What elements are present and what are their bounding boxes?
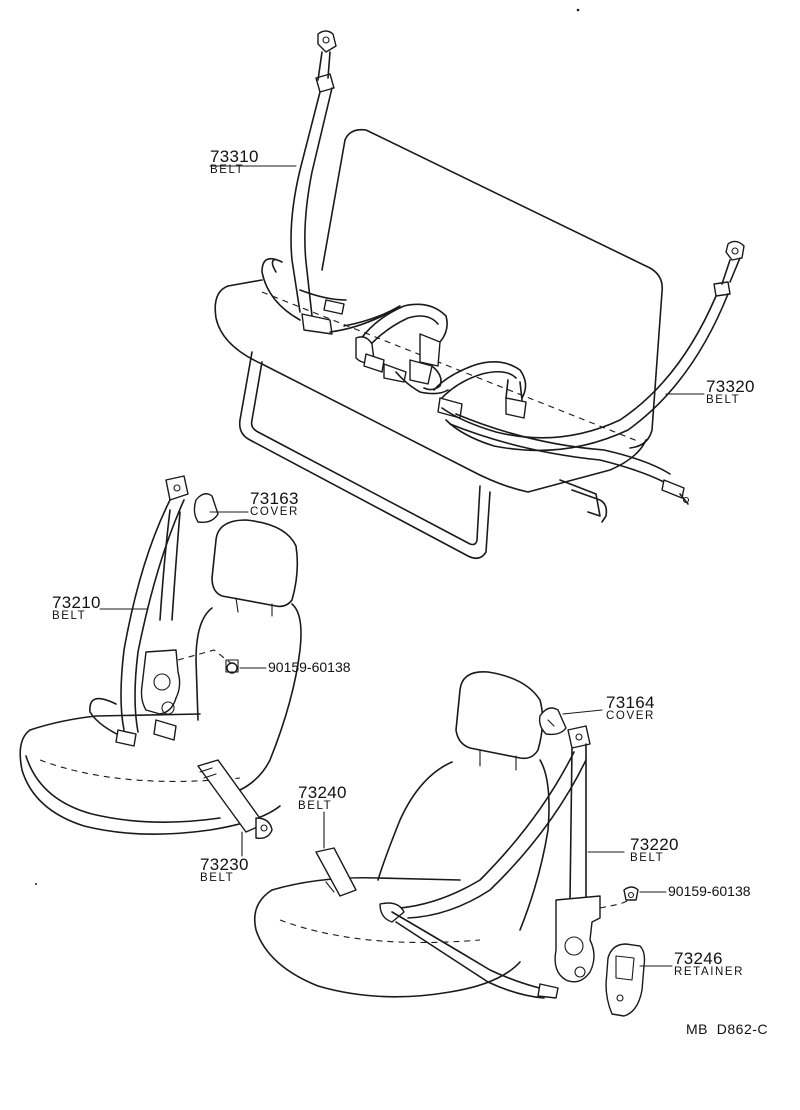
part-name: RETAINER xyxy=(674,966,745,978)
callout-73240: 73240 BELT xyxy=(298,784,347,813)
belt-73210 xyxy=(89,475,189,747)
part-name: BELT xyxy=(298,800,333,812)
part-name: BELT xyxy=(52,610,87,622)
part-number: 73320 xyxy=(706,377,755,396)
cover-73164-detail xyxy=(547,719,555,727)
rear-center-buckles xyxy=(355,303,527,419)
callout-73230: 73230 BELT xyxy=(200,856,249,885)
part-name: COVER xyxy=(250,506,299,518)
cover-73163 xyxy=(193,493,219,524)
part-number: 73163 xyxy=(250,489,299,508)
part-number: 73164 xyxy=(606,693,655,712)
callout-73320: 73320 BELT xyxy=(706,378,755,407)
callout-73210: 73210 BELT xyxy=(52,594,101,623)
part-number: 73230 xyxy=(200,855,249,874)
callout-bolt-left: 90159-60138 xyxy=(268,659,351,675)
speck-mark xyxy=(576,8,580,12)
bolt-right xyxy=(623,886,639,901)
left-front-seat xyxy=(19,519,302,835)
part-name: COVER xyxy=(606,710,655,722)
part-name: BELT xyxy=(706,394,741,406)
cover-73164 xyxy=(538,707,567,736)
part-name: BELT xyxy=(200,872,235,884)
rear-bench-seat xyxy=(214,128,664,560)
callout-73246: 73246 RETAINER xyxy=(674,950,744,979)
part-number: 73310 xyxy=(210,147,259,166)
belt-73310 xyxy=(261,30,401,335)
part-number: 73220 xyxy=(630,835,679,854)
callout-73220: 73220 BELT xyxy=(630,836,679,865)
callout-73163: 73163 COVER xyxy=(250,490,299,519)
callout-73310: 73310 BELT xyxy=(210,148,259,177)
right-front-seat xyxy=(253,671,550,998)
callout-bolt-right: 90159-60138 xyxy=(668,883,751,899)
leader-lines xyxy=(99,165,705,967)
part-number: 73240 xyxy=(298,783,347,802)
speck-mark xyxy=(35,883,37,885)
belt-73320 xyxy=(441,240,745,505)
part-name: BELT xyxy=(210,164,245,176)
drawing-code: MB D862-C xyxy=(686,1021,769,1037)
belt-73230 xyxy=(197,759,273,840)
retainer-73246 xyxy=(605,943,646,1017)
part-number: 73246 xyxy=(674,949,723,968)
part-number: 73210 xyxy=(52,593,101,612)
bolt-left xyxy=(177,649,239,674)
belt-73220 xyxy=(379,725,641,999)
callout-73164: 73164 COVER xyxy=(606,694,655,723)
belt-73240 xyxy=(315,847,357,897)
part-name: BELT xyxy=(630,852,665,864)
